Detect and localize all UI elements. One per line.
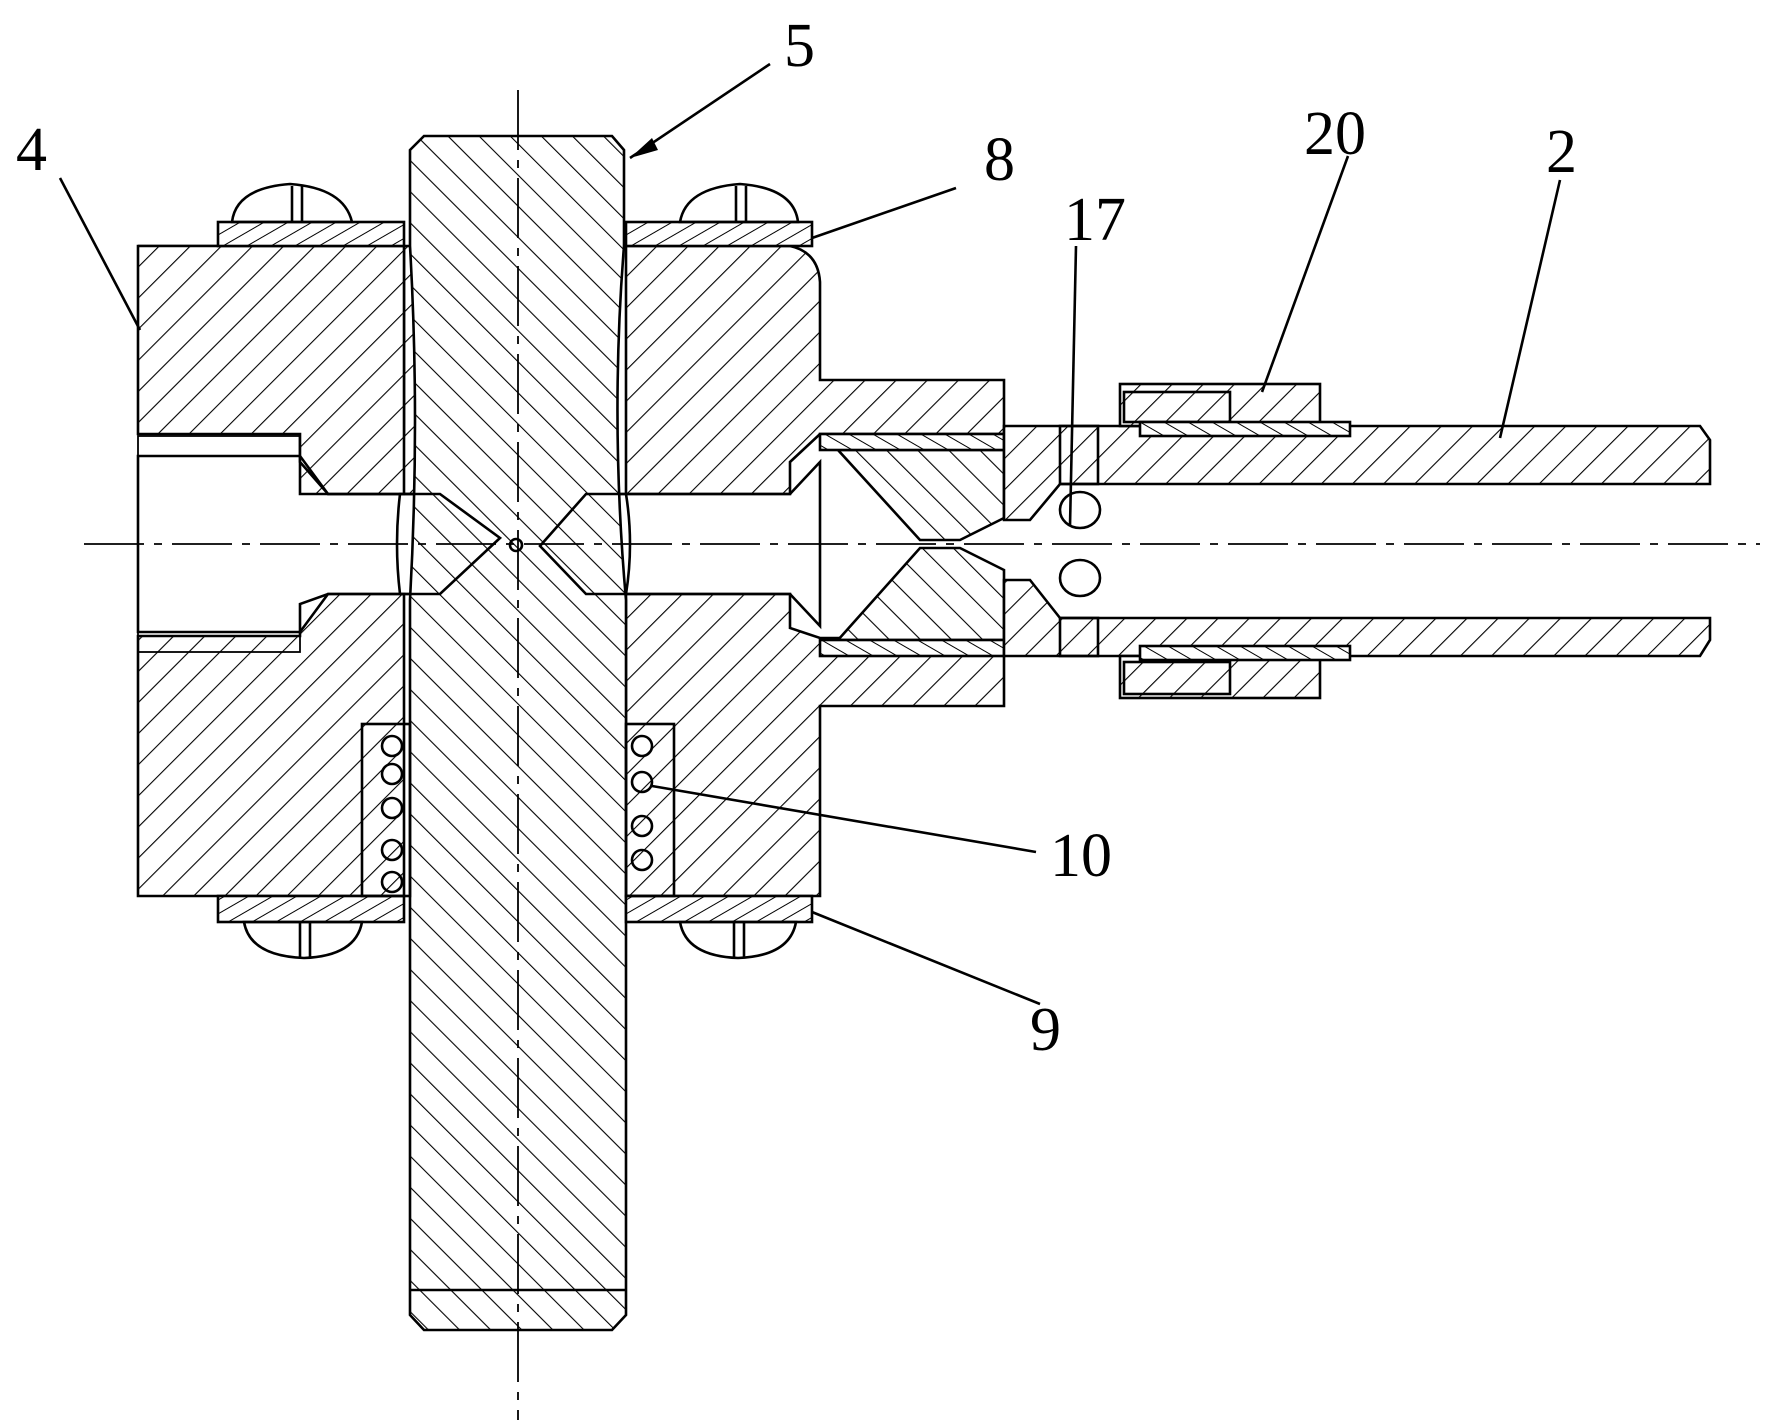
label-17: 17 (1064, 186, 1126, 254)
centerlines (84, 90, 1760, 1420)
label-5: 5 (784, 12, 815, 80)
leader-lines (58, 62, 1562, 1006)
spring (360, 722, 676, 898)
label-10: 10 (1050, 822, 1112, 890)
label-20: 20 (1304, 100, 1366, 168)
top-plate (216, 182, 814, 248)
tube (1002, 424, 1712, 658)
label-9: 9 (1030, 996, 1061, 1064)
nozzle-insert (818, 432, 1006, 658)
coupling-nut (1118, 382, 1352, 700)
label-4: 4 (16, 116, 47, 184)
label-8: 8 (984, 126, 1015, 194)
plunger-shaft (395, 134, 632, 1332)
main-body (136, 244, 1006, 898)
part-labels: 4 5 8 17 20 2 10 9 (16, 12, 1577, 1064)
bottom-plate (216, 894, 814, 960)
label-2: 2 (1546, 118, 1577, 186)
